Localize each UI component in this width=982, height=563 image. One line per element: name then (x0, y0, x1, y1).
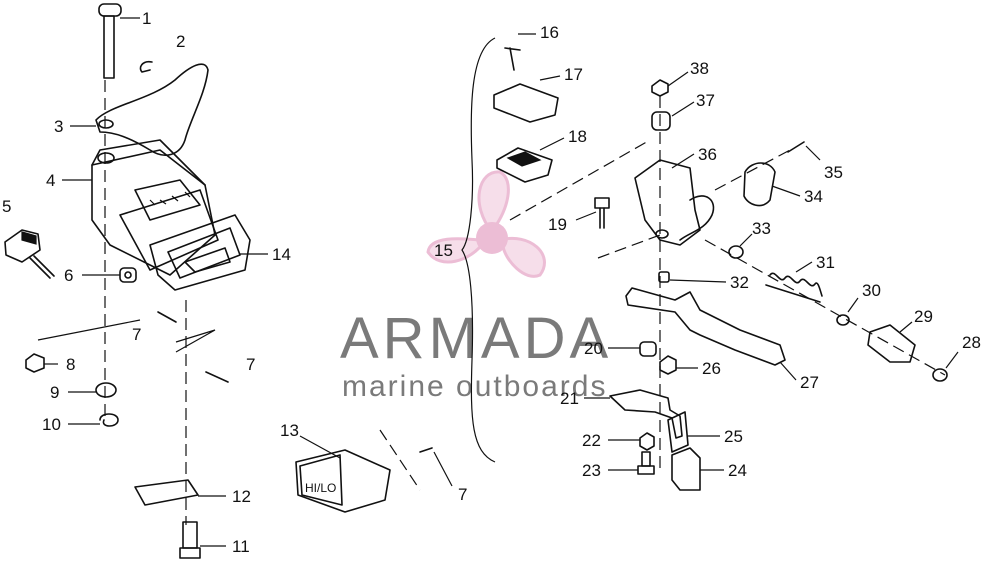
callout-7c: 7 (458, 485, 467, 504)
part-pivot-pin (658, 271, 670, 283)
callout-21: 21 (560, 389, 579, 408)
callout-22: 22 (582, 431, 601, 450)
part-switch-bracket (609, 389, 683, 439)
watermark-propeller-logo (426, 170, 546, 278)
callout-36: 36 (698, 145, 717, 164)
callout-4: 4 (46, 171, 55, 190)
part-bushing (119, 267, 137, 283)
axis-clamp (714, 149, 791, 191)
callout-28: 28 (962, 333, 981, 352)
part-cover-plate (134, 479, 199, 506)
callout-32: 32 (730, 273, 749, 292)
callout-8: 8 (66, 355, 75, 374)
part-bracket-screw (637, 451, 655, 475)
callout-15: 15 (434, 241, 453, 260)
callout-24: 24 (728, 461, 747, 480)
callout-19: 19 (548, 215, 567, 234)
callout-7b: 7 (246, 355, 255, 374)
part-adjuster (867, 324, 916, 363)
part-control-housing (91, 139, 219, 276)
part-hi-lo-switch: HI/LO (295, 449, 391, 513)
part-top-nut (651, 79, 669, 97)
part-spacer (651, 111, 671, 131)
part-lever-nut (659, 355, 677, 375)
part-o-ring (932, 368, 948, 382)
callout-10: 10 (42, 415, 61, 434)
part-bolt (179, 521, 201, 559)
callout-23: 23 (582, 461, 601, 480)
callout-13: 13 (280, 421, 299, 440)
callout-31: 31 (816, 253, 835, 272)
part-screw-top (504, 47, 521, 71)
part-brake-switch (671, 447, 701, 491)
part-bracket-nut (639, 432, 655, 451)
part-screw-c (419, 447, 433, 453)
part-hinge-bolt (594, 197, 610, 229)
callout-12: 12 (232, 487, 251, 506)
callout-20: 20 (584, 339, 603, 358)
part-handle-plate (95, 63, 209, 156)
leader-knob (37, 319, 216, 353)
part-lever-housing (634, 159, 715, 246)
callout-16: 16 (540, 23, 559, 42)
group-bracket (461, 37, 496, 463)
callout-7a: 7 (132, 325, 141, 344)
watermark-tagline: marine outboards (342, 370, 607, 403)
callout-27: 27 (800, 373, 819, 392)
axis-right-horizontal (704, 239, 946, 376)
callout-29: 29 (914, 307, 933, 326)
part-clip (139, 60, 153, 73)
callout-2: 2 (176, 32, 185, 51)
part-clamp (743, 162, 776, 207)
axis-switch (379, 429, 421, 491)
part-handle-hole (98, 119, 114, 129)
part-switch-boot (149, 214, 251, 291)
part-switch-plate (667, 411, 689, 453)
axis-right-diagonal (509, 139, 651, 221)
part-top-cover (493, 83, 559, 123)
callout-11: 11 (232, 537, 250, 556)
callout-17: 17 (564, 65, 583, 84)
callout-18: 18 (568, 127, 587, 146)
callout-33: 33 (752, 219, 771, 238)
part-spring-washer (836, 314, 850, 326)
part-small-washer (728, 245, 744, 259)
part-screw-b (205, 371, 229, 383)
part-lever-bushing (639, 341, 657, 357)
callout-25: 25 (724, 427, 743, 446)
part-washer (95, 382, 117, 398)
callout-5: 5 (2, 197, 11, 216)
callout-30: 30 (862, 281, 881, 300)
callout-1: 1 (142, 9, 151, 28)
callout-3: 3 (54, 117, 63, 136)
part-pin (98, 3, 122, 79)
callout-26: 26 (702, 359, 721, 378)
part-gasket (496, 147, 553, 183)
switch-label: HI/LO (305, 481, 336, 495)
callout-6: 6 (64, 266, 73, 285)
callout-37: 37 (696, 91, 715, 110)
part-retaining-ring (99, 413, 119, 427)
callout-34: 34 (804, 187, 823, 206)
callouts: 1 2 3 4 5 6 7 8 9 10 11 12 13 14 15 16 1… (2, 9, 981, 556)
callout-9: 9 (50, 383, 59, 402)
part-clamp-screw (787, 141, 805, 153)
part-knob (4, 229, 55, 279)
watermark-brand: ARMADA (340, 306, 612, 371)
part-brake-lever (625, 287, 786, 366)
part-screw-a (157, 311, 177, 323)
part-spring (765, 272, 823, 303)
part-nut (25, 353, 45, 373)
part-gasket-detail (506, 151, 542, 167)
callout-35: 35 (824, 163, 843, 182)
callout-14: 14 (272, 245, 291, 264)
axis-right-hinge (597, 234, 661, 259)
callout-38: 38 (690, 59, 709, 78)
